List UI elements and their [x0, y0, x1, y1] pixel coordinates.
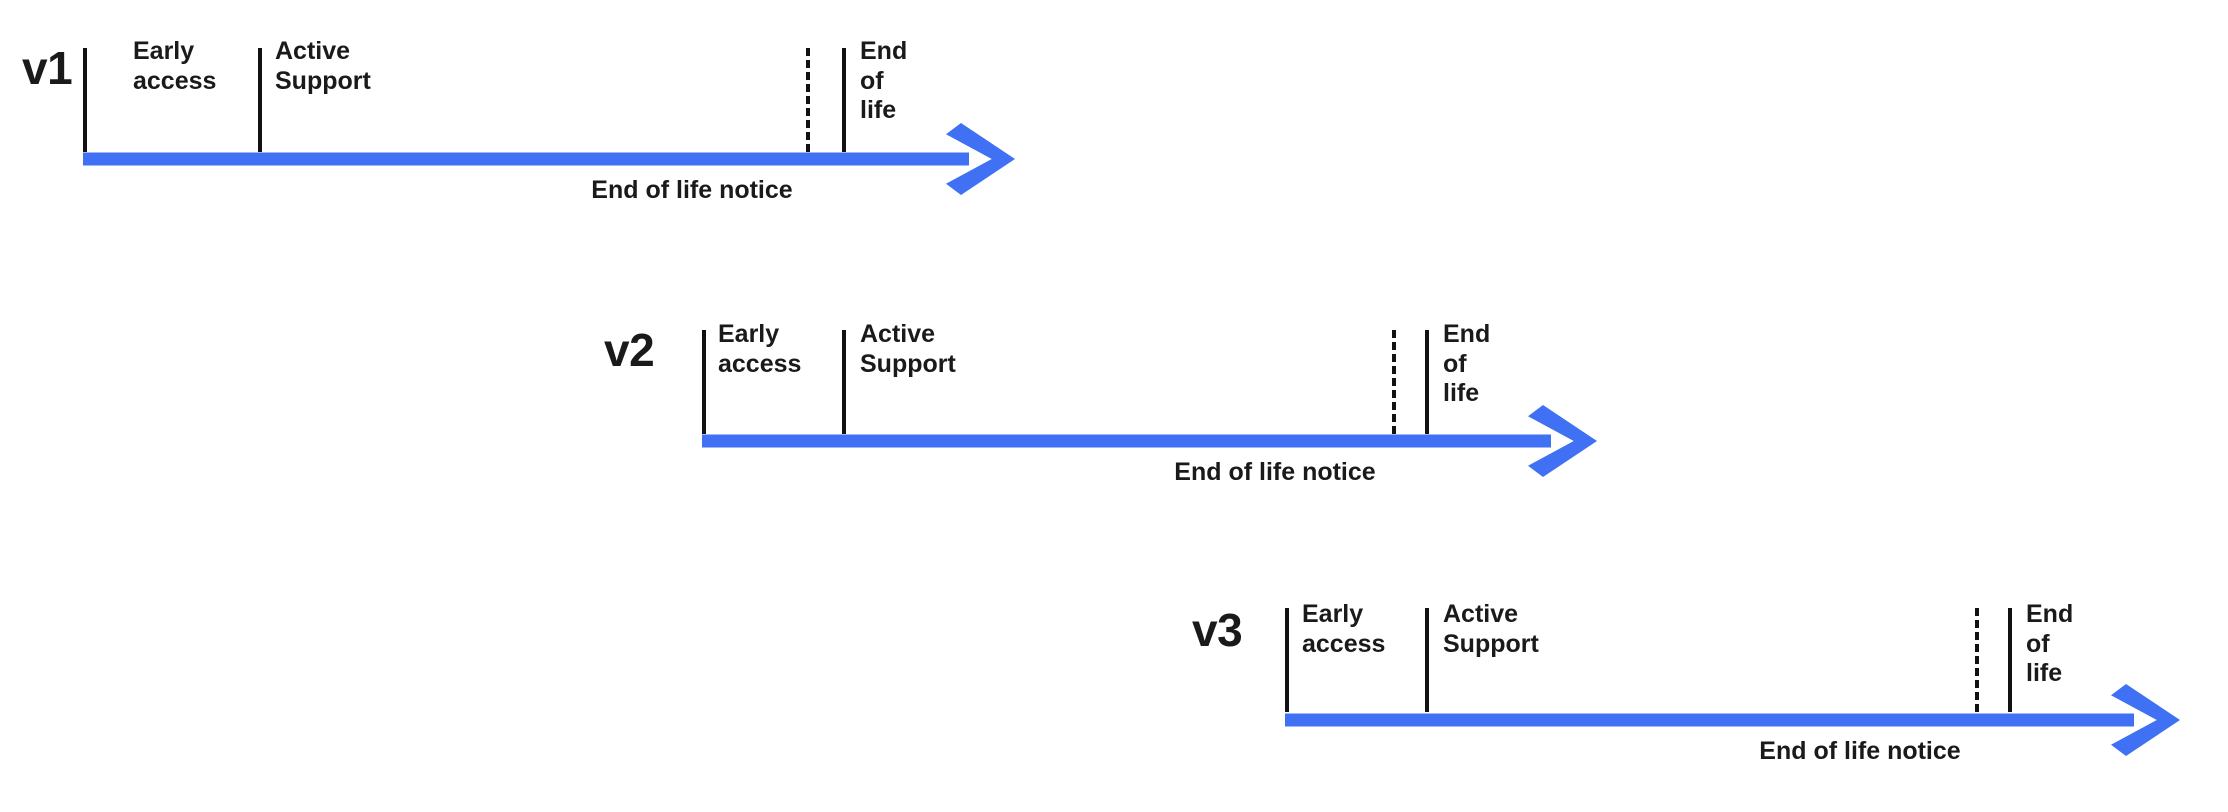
stage-label-end-of-life-v1: End of life	[860, 37, 908, 124]
arrow-shaft	[702, 434, 1551, 447]
version-label-v2: v2	[604, 324, 655, 376]
end-of-life-notice-label-v2: End of life notice	[1174, 458, 1376, 486]
track-start-tick-v2	[702, 330, 706, 434]
eol-notice-tick-v2	[1392, 330, 1396, 434]
stage-label-end-of-life-v2: End of life	[1443, 320, 1491, 407]
arrow-head	[1528, 404, 1597, 477]
eol-notice-tick-v3	[1975, 608, 1979, 712]
stage-label-active-support-v2: Active Support	[860, 320, 956, 378]
timeline-arrow-v2	[702, 404, 1603, 477]
early-access-end-tick-v2	[842, 330, 846, 434]
end-of-life-tick-v3	[2008, 608, 2012, 712]
arrow-head	[2111, 683, 2180, 756]
arrow-shaft	[83, 152, 969, 165]
timeline-arrow-v3	[1285, 683, 2186, 756]
version-label-v1: v1	[22, 42, 73, 94]
end-of-life-notice-label-v3: End of life notice	[1759, 737, 1961, 765]
stage-label-active-support-v3: Active Support	[1443, 600, 1539, 658]
version-label-v3: v3	[1192, 604, 1243, 656]
arrow-head	[946, 122, 1015, 195]
stage-label-early-access-v3: Early access	[1302, 600, 1386, 658]
end-of-life-tick-v1	[842, 48, 846, 152]
timeline-arrow-v1	[83, 122, 1021, 195]
early-access-end-tick-v1	[258, 48, 262, 152]
arrow-shaft	[1285, 713, 2134, 726]
stage-label-active-support-v1: Active Support	[275, 37, 371, 95]
end-of-life-notice-label-v1: End of life notice	[591, 176, 793, 204]
stage-label-early-access-v2: Early access	[718, 320, 802, 378]
early-access-end-tick-v3	[1425, 608, 1429, 712]
track-start-tick-v3	[1285, 608, 1289, 712]
end-of-life-tick-v2	[1425, 330, 1429, 434]
stage-label-early-access-v1: Early access	[133, 37, 217, 95]
stage-label-end-of-life-v3: End of life	[2026, 600, 2074, 687]
track-start-tick-v1	[83, 48, 87, 152]
eol-notice-tick-v1	[806, 48, 810, 152]
